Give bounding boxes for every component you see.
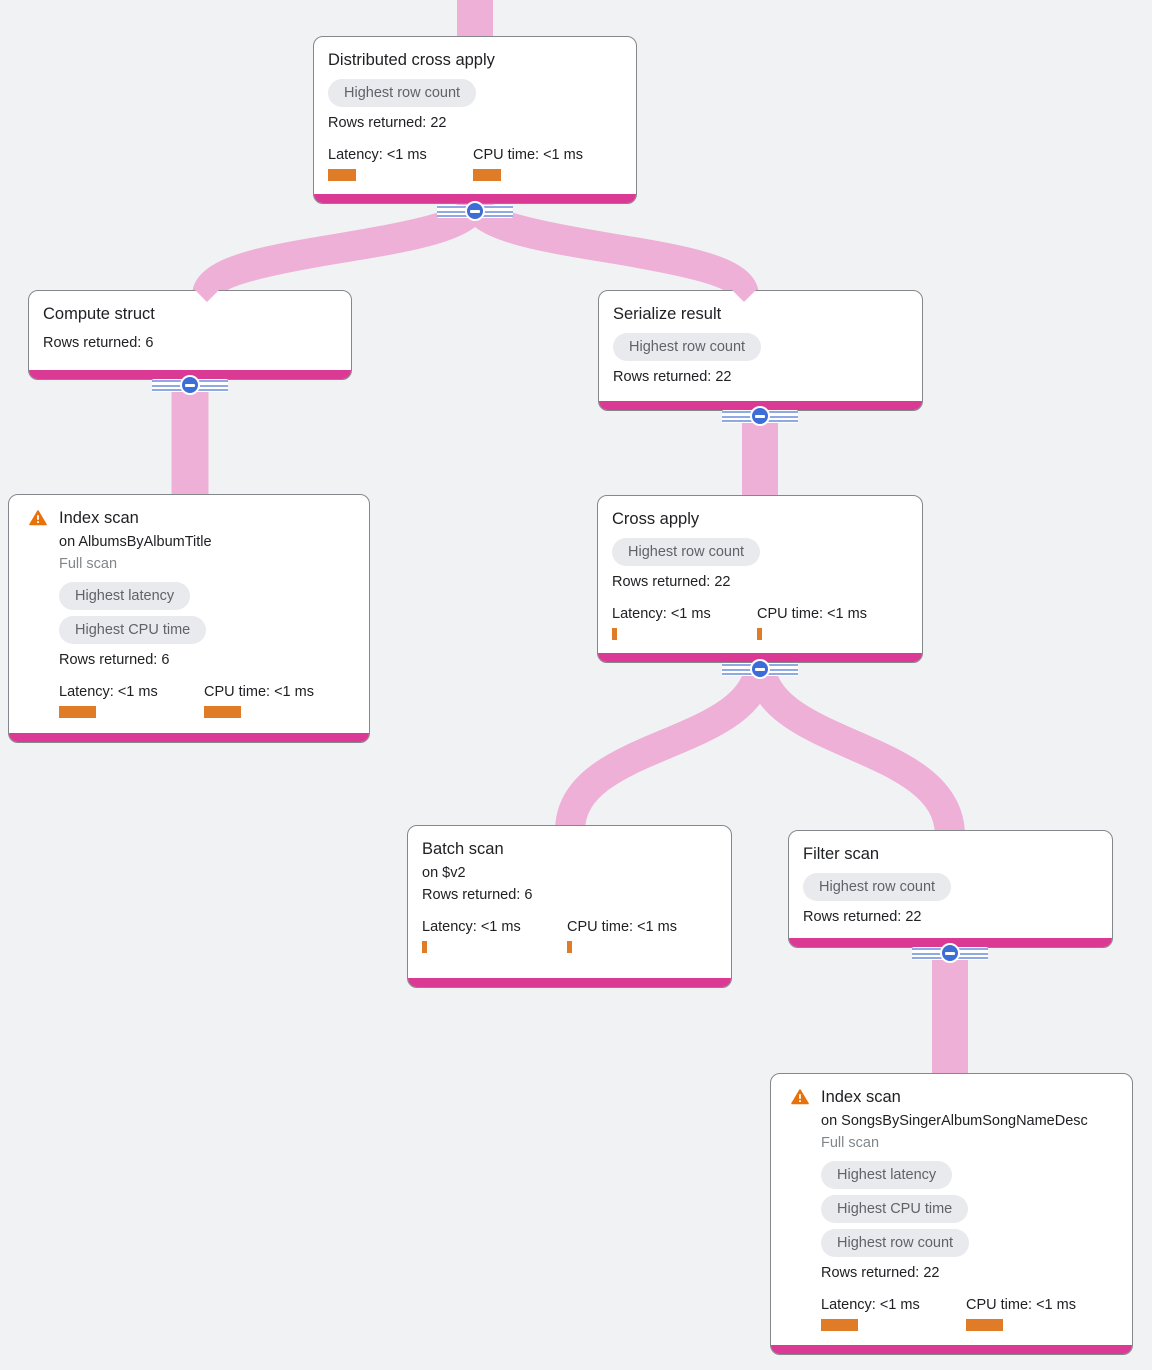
- cpu-time-label: CPU time: <1 ms: [567, 919, 677, 935]
- minus-icon[interactable]: [750, 659, 770, 679]
- minus-icon[interactable]: [180, 375, 200, 395]
- latency-bar: [612, 628, 617, 640]
- latency-bar: [328, 169, 356, 181]
- edge-cross-apply-to-filter-scan: [745, 658, 965, 838]
- latency-label: Latency: <1 ms: [821, 1297, 920, 1313]
- cpu-time-bar: [567, 941, 572, 953]
- full-scan-label: Full scan: [59, 556, 118, 572]
- rows-returned-label: Rows returned: 6: [59, 652, 170, 668]
- minus-icon[interactable]: [940, 943, 960, 963]
- minus-icon[interactable]: [465, 201, 485, 221]
- node-accent-bar: [29, 370, 351, 379]
- rows-returned-label: Rows returned: 6: [43, 335, 154, 351]
- highest-latency-badge: Highest latency: [59, 582, 191, 610]
- highest-cpu-time-badge: Highest CPU time: [821, 1195, 969, 1223]
- node-title: Compute struct: [43, 305, 155, 323]
- cpu-time-bar: [966, 1319, 1003, 1331]
- latency-bar: [422, 941, 427, 953]
- edge-cross-apply-to-batch-scan: [555, 658, 775, 833]
- full-scan-label: Full scan: [821, 1135, 880, 1151]
- latency-label: Latency: <1 ms: [328, 147, 427, 163]
- plan-node-batch-scan[interactable]: Batch scan on $v2 Rows returned: 6 Laten…: [407, 825, 732, 988]
- highest-latency-badge: Highest latency: [821, 1161, 953, 1189]
- highest-cpu-time-badge: Highest CPU time: [59, 616, 207, 644]
- latency-label: Latency: <1 ms: [612, 606, 711, 622]
- plan-node-cross-apply[interactable]: Cross apply Highest row count Rows retur…: [597, 495, 923, 663]
- node-accent-bar: [789, 938, 1112, 947]
- cpu-time-label: CPU time: <1 ms: [966, 1297, 1076, 1313]
- cpu-time-bar: [473, 169, 501, 181]
- node-title: Distributed cross apply: [328, 51, 495, 69]
- highest-row-count-badge: Highest row count: [821, 1229, 970, 1257]
- node-target-label: on $v2: [422, 865, 466, 881]
- node-title: Index scan: [59, 509, 139, 527]
- collapse-button-cross-apply[interactable]: [722, 658, 798, 680]
- latency-label: Latency: <1 ms: [422, 919, 521, 935]
- rows-returned-label: Rows returned: 22: [612, 574, 731, 590]
- highest-row-count-badge: Highest row count: [803, 873, 952, 901]
- collapse-button-compute-struct[interactable]: [152, 374, 228, 396]
- highest-row-count-badge: Highest row count: [613, 333, 762, 361]
- node-target-label: on AlbumsByAlbumTitle: [59, 534, 212, 550]
- highest-row-count-badge: Highest row count: [612, 538, 761, 566]
- node-accent-bar: [9, 733, 369, 742]
- plan-node-index-scan-songs[interactable]: Index scan on SongsBySingerAlbumSongName…: [770, 1073, 1133, 1355]
- node-title: Cross apply: [612, 510, 700, 528]
- warning-icon: [791, 1089, 809, 1105]
- latency-bar: [59, 706, 96, 718]
- warning-icon: [29, 510, 47, 526]
- edge-distributed-cross-apply-to-serialize-result: [460, 196, 759, 300]
- node-title: Filter scan: [803, 845, 880, 863]
- cpu-time-bar: [757, 628, 762, 640]
- rows-returned-label: Rows returned: 22: [613, 369, 732, 385]
- latency-bar: [821, 1319, 858, 1331]
- node-target-label: on SongsBySingerAlbumSongNameDesc: [821, 1113, 1088, 1129]
- collapse-button-filter-scan[interactable]: [912, 942, 988, 964]
- edge-distributed-cross-apply-to-compute-struct: [192, 196, 490, 300]
- cpu-time-label: CPU time: <1 ms: [473, 147, 583, 163]
- rows-returned-label: Rows returned: 6: [422, 887, 533, 903]
- collapse-button-distributed-cross-apply[interactable]: [437, 200, 513, 222]
- rows-returned-label: Rows returned: 22: [821, 1265, 940, 1281]
- cpu-time-bar: [204, 706, 241, 718]
- node-title: Serialize result: [613, 305, 722, 323]
- collapse-button-serialize-result[interactable]: [722, 405, 798, 427]
- plan-node-index-scan-albums[interactable]: Index scan on AlbumsByAlbumTitle Full sc…: [8, 494, 370, 743]
- plan-node-serialize-result[interactable]: Serialize result Highest row count Rows …: [598, 290, 923, 411]
- node-title: Batch scan: [422, 840, 504, 858]
- plan-node-distributed-cross-apply[interactable]: Distributed cross apply Highest row coun…: [313, 36, 637, 204]
- node-accent-bar: [599, 401, 922, 410]
- node-accent-bar: [598, 653, 922, 662]
- cpu-time-label: CPU time: <1 ms: [757, 606, 867, 622]
- plan-node-filter-scan[interactable]: Filter scan Highest row count Rows retur…: [788, 830, 1113, 948]
- latency-label: Latency: <1 ms: [59, 684, 158, 700]
- node-accent-bar: [408, 978, 731, 987]
- rows-returned-label: Rows returned: 22: [328, 115, 447, 131]
- cpu-time-label: CPU time: <1 ms: [204, 684, 314, 700]
- plan-node-compute-struct[interactable]: Compute struct Rows returned: 6: [28, 290, 352, 380]
- rows-returned-label: Rows returned: 22: [803, 909, 922, 925]
- highest-row-count-badge: Highest row count: [328, 79, 477, 107]
- node-title: Index scan: [821, 1088, 901, 1106]
- minus-icon[interactable]: [750, 406, 770, 426]
- node-accent-bar: [771, 1345, 1132, 1354]
